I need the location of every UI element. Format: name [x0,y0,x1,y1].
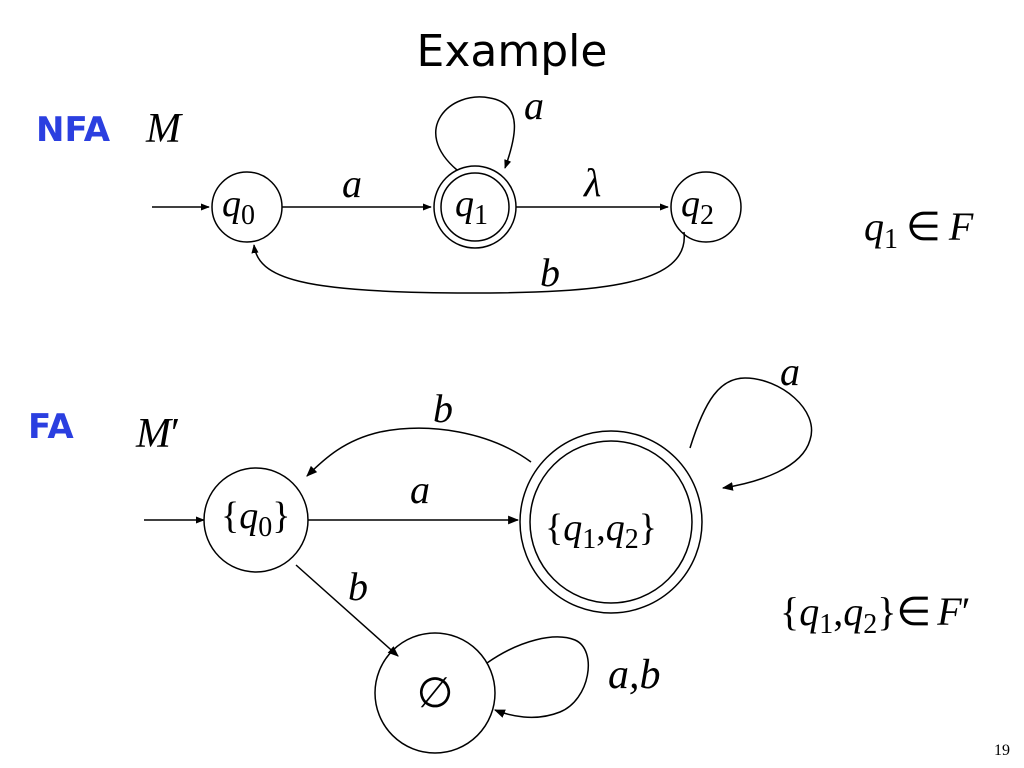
nfa-edge-q2-q0-label: b [540,250,560,295]
nfa-edge-q2-q0 [251,231,685,294]
fa-state-q0-index: 0 [258,512,272,543]
fa-accept-note-name1: q [799,589,819,634]
nfa-state-q1-index: 1 [474,200,488,231]
fa-state-q1q2-close: } [639,507,657,549]
fa-accept-note-index2: 2 [863,609,877,640]
fa-machine-name: M′ [135,411,180,457]
nfa-label: NFA [36,110,111,150]
nfa-state-q0-name: q [222,183,241,225]
fa-edge-q1q2-self [689,377,813,491]
fa-state-q1q2: {q1,q2} [519,430,703,614]
fa-state-q0: {q0} [203,467,309,573]
svg-text:{q0}: {q0} [221,495,291,543]
nfa-edge-q1-self [435,96,516,171]
nfa-accept-note-state: q [864,204,884,249]
fa-state-q1q2-index2: 2 [625,524,639,555]
fa-accept-note-close: } [877,589,896,634]
page-number: 19 [994,742,1010,759]
nfa-state-q2-index: 2 [700,200,714,231]
fa-state-q0-close: } [272,495,290,537]
fa-accept-note: {q1,q2}∈F′ [780,589,970,640]
slide-title: Example [416,26,608,77]
nfa-state-q0: q0 [211,171,283,243]
fa-state-q1q2-index1: 1 [582,524,596,555]
nfa-state-q0-index: 0 [241,200,255,231]
svg-text:q0: q0 [222,183,255,231]
nfa-diagram: M q0 q1 q2 [145,83,974,295]
nfa-accept-note: q1 ∈F [864,204,974,255]
fa-state-q0-name: q [239,495,258,537]
fa-accept-note-prime: ′ [962,589,971,634]
fa-edge-empty-self-label: a,b [608,652,661,698]
fa-label: FA [28,407,74,447]
svg-text:{q1,q2}: {q1,q2} [545,507,657,555]
fa-accept-note-comma: , [833,589,843,634]
svg-text:q1: q1 [455,183,488,231]
fa-state-q1q2-comma: , [596,507,606,549]
fa-edge-q0-q1q2-label: a [410,467,430,512]
nfa-state-q2: q2 [670,171,742,243]
fa-machine-prime: ′ [171,411,180,457]
fa-state-empty-symbol: ∅ [417,671,454,717]
fa-accept-note-name2: q [843,589,863,634]
fa-edge-q0-empty [295,564,399,657]
fa-state-q1q2-name1: q [563,507,582,549]
fa-state-q1q2-open: { [545,507,563,549]
fa-edge-q0-empty-label: b [348,564,368,609]
fa-machine-letter: M [135,411,173,457]
nfa-accept-note-index: 1 [884,224,898,255]
fa-accept-note-set: F [936,589,962,634]
fa-state-q1q2-name2: q [606,507,625,549]
fa-accept-note-relation: ∈ [896,589,931,634]
fa-state-q0-open: { [221,495,239,537]
nfa-accept-note-set: F [948,204,974,249]
nfa-state-q1: q1 [433,165,517,249]
fa-diagram: M′ {q0} {q1,q2} ∅ [135,349,970,754]
nfa-machine-name: M [145,106,183,152]
nfa-edge-q1-q2-label: λ [583,160,601,205]
fa-accept-note-index1: 1 [819,609,833,640]
fa-edge-empty-self [486,636,589,719]
nfa-edge-q0-q1-label: a [342,161,362,206]
fa-edge-q1q2-q0 [306,427,532,477]
nfa-edge-q1-self-label: a [524,83,544,128]
fa-accept-note-open: { [780,589,799,634]
nfa-state-q2-name: q [681,183,700,225]
svg-text:q2: q2 [681,183,714,231]
fa-state-empty: ∅ [374,632,496,754]
fa-edge-q1q2-self-label: a [780,349,800,394]
nfa-accept-note-relation: ∈ [906,204,941,249]
fa-edge-q1q2-q0-label: b [433,386,453,431]
nfa-state-q1-name: q [455,183,474,225]
